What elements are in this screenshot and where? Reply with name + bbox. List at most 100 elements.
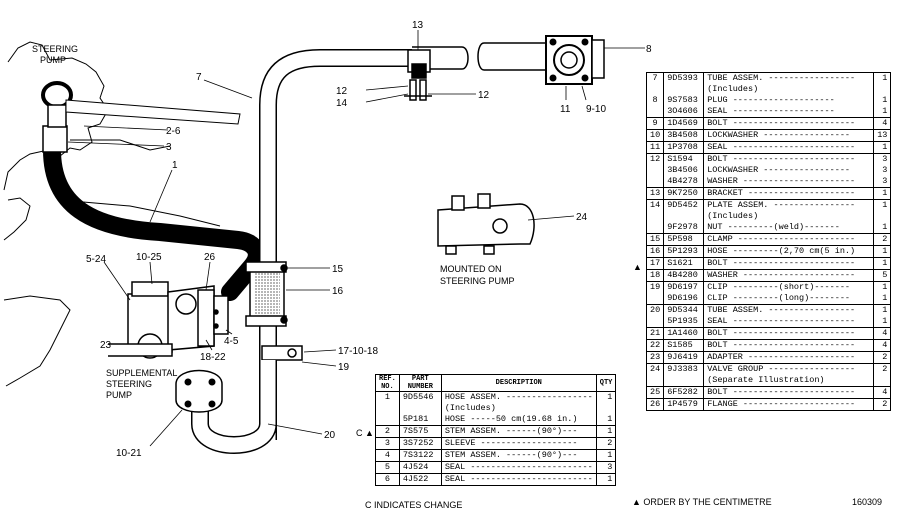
parts-bottom-quantity: 1 [595,473,617,486]
header-part-number: PART NUMBER [398,374,442,392]
callout-9-10: 9-10 [586,104,606,115]
parts-right-description: HOSE ---------(2,70 cm(5 in.) [703,245,875,258]
parts-right-description: BOLT ------------------------ [703,339,875,352]
parts-right-quantity: 1 [873,222,892,234]
parts-right-quantity [873,84,892,95]
parts-right-description: SEAL -------------------- [703,106,875,118]
parts-bottom-ref-no [375,414,400,426]
header-description: DESCRIPTION [440,374,597,392]
parts-right-part-number [663,84,705,95]
parts-right-part-number: 9D5452 [663,199,705,211]
callout-20: 20 [324,430,336,441]
callout-numbers: 13 8 7 12 14 12 11 9-10 2-6 3 1 24 5-24 … [86,20,652,459]
label-steering-pump: STEERING PUMP [32,44,81,65]
parts-right-part-number: 3O4606 [663,106,705,118]
parts-right-description: BOLT ------------------------ [703,117,875,130]
callout-1: 1 [172,160,178,171]
parts-bottom-ref-no: 2 [375,425,400,438]
parts-right-part-number [663,375,705,387]
parts-right-description: CLAMP ----------------------- [703,233,875,246]
parts-right-ref-no: 23 [645,351,665,364]
parts-list-bottom-header: REF. NO. PART NUMBER DESCRIPTION QTY [375,374,617,392]
parts-right-quantity: 2 [873,363,892,375]
label-steering-pump-line1: STEERING [32,44,78,54]
valve-group-24 [437,193,535,255]
callout-17-10-18: 17-10-18 [338,346,378,357]
parts-right-description: WASHER ---------------------- [703,176,875,188]
parts-right-description: NUT ---------(weld)------- [703,222,875,234]
parts-right-part-number: 9J6419 [663,351,705,364]
parts-right-quantity: 2 [873,233,892,246]
parts-right-ref-no [645,84,665,95]
hose-assembly [41,81,266,301]
parts-right-row: (Includes) [645,211,892,222]
parts-right-description: SEAL ------------------------ [703,141,875,154]
parts-right-row: 3O4606 SEAL --------------------1 [645,106,892,118]
parts-right-quantity: 5 [873,269,892,282]
parts-right-ref-no: 25 [645,386,665,399]
parts-right-quantity: 1 [873,95,892,106]
parts-right-description: ADAPTER --------------------- [703,351,875,364]
parts-right-part-number [663,211,705,222]
parts-right-part-number: 5P598 [663,233,705,246]
parts-right-part-number: 9J3383 [663,363,705,375]
parts-right-ref-no [645,375,665,387]
parts-right-row: (Separate Illustration) [645,375,892,387]
parts-right-quantity: 1 [873,293,892,305]
parts-right-ref-no [645,176,665,188]
parts-right-ref-no [645,222,665,234]
parts-right-ref-no [645,106,665,118]
parts-right-ref-no: 8 [645,95,665,106]
parts-right-description: WASHER ---------------------- [703,269,875,282]
parts-bottom-quantity: 1 [595,425,617,438]
parts-right-quantity: 1 [873,72,892,84]
parts-right-part-number: 9S7583 [663,95,705,106]
parts-right-quantity: 3 [873,176,892,188]
callout-8: 8 [646,44,652,55]
callout-10-25: 10-25 [136,252,162,263]
callout-2-6: 2-6 [166,126,181,137]
parts-right-part-number: 9K7250 [663,187,705,200]
parts-bottom-part-number: 3S7252 [398,437,442,450]
change-mark: C ▲ [356,428,374,438]
parts-bottom-quantity: 3 [595,461,617,474]
parts-bottom-quantity: 1 [595,414,617,426]
label-steering-pump-line2: PUMP [40,55,66,65]
callout-leaders [67,30,645,447]
callout-5-24: 5-24 [86,254,106,265]
callout-16: 16 [332,286,344,297]
callout-3: 3 [166,142,172,153]
parts-right-ref-no: 19 [645,281,665,293]
parts-right-quantity: 1 [873,316,892,328]
header-qty: QTY [595,374,617,392]
callout-7: 7 [196,72,202,83]
parts-right-ref-no: 9 [645,117,665,130]
parts-right-quantity: 1 [873,106,892,118]
parts-bottom-part-number: 4J524 [398,461,442,474]
parts-bottom-ref-no: 6 [375,473,400,486]
label-mounted-line1: MOUNTED ON [440,264,502,274]
parts-bottom-part-number: 4J522 [398,473,442,486]
parts-right-quantity: 1 [873,199,892,211]
parts-right-ref-no: 15 [645,233,665,246]
parts-right-ref-no [645,165,665,176]
parts-right-part-number: 9D6197 [663,281,705,293]
parts-bottom-description: SLEEVE ------------------- [440,437,597,450]
parts-bottom-description: STEM ASSEM. ------(90°)--- [440,449,597,462]
parts-bottom-quantity: 1 [595,449,617,462]
parts-right-description: SEAL ------------------------ [703,316,875,328]
parts-right-ref-no: 21 [645,327,665,340]
